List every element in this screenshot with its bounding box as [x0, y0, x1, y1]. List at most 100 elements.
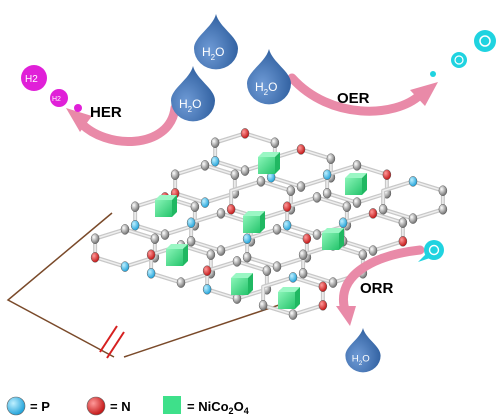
carbon-atom [256, 176, 266, 187]
phosphorus-atom [186, 217, 196, 228]
o2-bubble-large [474, 30, 496, 52]
nitrogen-atom [226, 204, 236, 215]
svg-text:H2O: H2O [255, 80, 277, 97]
water-drop: H2O [194, 14, 238, 70]
carbon-atom [160, 229, 170, 240]
water-drops: H2O H2O H2O H2O [171, 14, 381, 373]
carbon-atom [170, 169, 180, 180]
svg-text:H2O: H2O [202, 45, 224, 62]
carbon-atom [352, 160, 362, 171]
carbon-atom [176, 277, 186, 288]
hex-ring [173, 163, 237, 205]
carbon-atom [288, 309, 298, 320]
carbon-atom [368, 245, 378, 256]
legend-n-text: = N [110, 399, 131, 414]
hex-ring [189, 211, 253, 253]
carbon-atom [190, 201, 200, 212]
phosphorus-atom [338, 217, 348, 228]
svg-text:H2: H2 [52, 96, 61, 103]
nitrogen-atom [318, 281, 328, 292]
o2-bubble-orr [418, 240, 444, 262]
orr-label: ORR [360, 280, 394, 297]
carbon-atom [206, 249, 216, 260]
nitrogen-atom [282, 201, 292, 212]
carbon-atom [120, 224, 130, 235]
nitrogen-atom [146, 249, 156, 260]
svg-text:H2O: H2O [352, 354, 370, 367]
carbon-atom [286, 185, 296, 196]
nitrogen-atom [368, 208, 378, 219]
h2-bubble-large: H2 [21, 65, 47, 91]
hex-ring [269, 147, 333, 189]
her-arrow [66, 103, 180, 146]
carbon-atom [130, 201, 140, 212]
phosphorus-atom [200, 197, 210, 208]
h2-text: H2 [25, 74, 38, 85]
carbon-atom [342, 201, 352, 212]
water-drop: H2O [171, 66, 215, 122]
o2-dot-1 [430, 71, 436, 77]
nico2o4-particles [155, 152, 367, 309]
svg-text:= NiCo2O4: = NiCo2O4 [187, 399, 249, 416]
hexagonal-framework [90, 128, 448, 320]
nico2o4-cube [322, 228, 344, 250]
carbon-atom [262, 265, 272, 276]
nitrogen-atom [302, 233, 312, 244]
phosphorus-atom [202, 284, 212, 295]
carbon-atom [296, 181, 306, 192]
legend-phosphorus: = P [6, 396, 50, 416]
carbon-atom [408, 213, 418, 224]
hex-ring [381, 179, 445, 221]
battery-symbol [99, 325, 125, 359]
carbon-atom [230, 169, 240, 180]
h2-text-small: H2 [52, 96, 61, 103]
carbon-atom [272, 224, 282, 235]
legend-nico2o4: = NiCo2O4 [163, 396, 249, 416]
carbon-atom [272, 261, 282, 272]
hex-ring [341, 211, 405, 253]
phosphorus-atom [120, 261, 130, 272]
legend-p-text: = P [30, 399, 50, 414]
carbon-atom [90, 233, 100, 244]
carbon-atom [438, 204, 448, 215]
orr-arrow [336, 245, 425, 326]
nico2o4-cube [258, 152, 280, 174]
phosphorus-atom [242, 233, 252, 244]
carbon-atom [232, 293, 242, 304]
carbon-atom [216, 208, 226, 219]
h2-bubble-dot [74, 104, 82, 112]
carbon-atom [312, 192, 322, 203]
carbon-atom [150, 233, 160, 244]
legend-sub-4: 4 [244, 406, 249, 416]
her-label: HER [90, 104, 122, 121]
carbon-atom [232, 256, 242, 267]
nitrogen-atom [202, 265, 212, 276]
hex-ring [93, 227, 157, 269]
svg-text:H2O: H2O [179, 97, 201, 114]
carbon-atom [298, 268, 308, 279]
phosphorus-atom [210, 156, 220, 167]
carbon-atom [322, 188, 332, 199]
carbon-atom [312, 229, 322, 240]
h2-bubble-small: H2 [50, 89, 68, 107]
carbon-atom [398, 217, 408, 228]
carbon-atom [378, 204, 388, 215]
carbon-atom [328, 277, 338, 288]
carbon-atom [200, 160, 210, 171]
carbon-atom [210, 137, 220, 148]
legend-nitrogen: = N [86, 396, 131, 416]
phosphorus-atom [408, 176, 418, 187]
carbon-atom [358, 249, 368, 260]
carbon-atom [216, 245, 226, 256]
svg-text:H2: H2 [25, 74, 38, 85]
carbon-atom [186, 236, 196, 247]
hex-ring [245, 227, 309, 269]
carbon-atom [258, 300, 268, 311]
oer-arrow [287, 73, 438, 116]
nico2o4-cube [155, 195, 177, 217]
carbon-atom [298, 249, 308, 260]
nico2o4-cube [166, 244, 188, 266]
carbon-atom [352, 197, 362, 208]
